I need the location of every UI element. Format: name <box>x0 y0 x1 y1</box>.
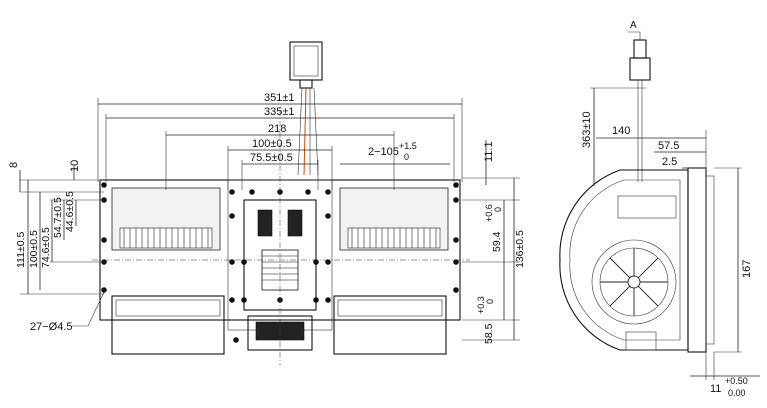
dim-58-5: 58.5 <box>483 323 495 344</box>
left-dimensions <box>19 166 104 295</box>
side-view: A 363±10 <box>559 20 760 398</box>
front-view: 351±1 335±1 218 100±0.5 75.5±0.5 2−105 +… <box>8 41 526 365</box>
dim-111: 111±0.5 <box>15 232 27 268</box>
fan-hub <box>600 248 668 316</box>
dim-2-5: 2.5 <box>662 156 677 168</box>
dim-11-1: 11.1 <box>483 141 495 162</box>
tol-0-00: 0.00 <box>728 388 746 398</box>
dim-57-5: 57.5 <box>658 140 679 152</box>
left-blower <box>111 187 225 355</box>
holes-callout: 27−Ø4.5 <box>30 321 73 333</box>
dim-140: 140 <box>612 125 630 137</box>
dim-351: 351±1 <box>264 92 295 104</box>
dim-2-105: 2−105 <box>368 146 399 158</box>
right-blower <box>333 187 449 355</box>
dim-218: 218 <box>268 123 286 135</box>
dim-10: 10 <box>69 160 81 172</box>
horizontal-dimensions <box>97 98 463 190</box>
dim-363: 363±10 <box>581 111 593 148</box>
tol-plus-0-3: +0.3 <box>476 296 486 314</box>
tol-0: 0 <box>404 152 409 162</box>
dim-44-6: 44.6±0.5 <box>64 191 76 232</box>
dim-11: 11 <box>710 383 721 395</box>
label-a: A <box>630 20 637 31</box>
dim-100v: 100±0.5 <box>28 230 40 268</box>
dim-100: 100±0.5 <box>252 138 292 150</box>
right-dimensions <box>462 140 520 341</box>
dim-167: 167 <box>741 260 753 278</box>
dim-75-5: 75.5±0.5 <box>250 152 293 164</box>
tol-0-b: 0 <box>493 207 503 212</box>
dim-335: 335±1 <box>264 106 295 118</box>
tol-plus-0-6: +0.6 <box>484 204 494 222</box>
wire-connector <box>289 41 323 176</box>
tol-0-c: 0 <box>485 299 495 304</box>
dim-8: 8 <box>8 162 20 168</box>
tol-plus-0-50: +0.50 <box>725 376 748 386</box>
mounting-holes <box>101 182 459 343</box>
dim-54-7: 54.7±0.5 <box>52 197 64 238</box>
dim-74-6: 74.6±0.5 <box>40 227 52 268</box>
dim-59-4: 59.4 <box>491 231 503 252</box>
tol-plus-1-5: +1.5 <box>399 141 417 151</box>
dim-136: 136±0.5 <box>514 230 526 268</box>
